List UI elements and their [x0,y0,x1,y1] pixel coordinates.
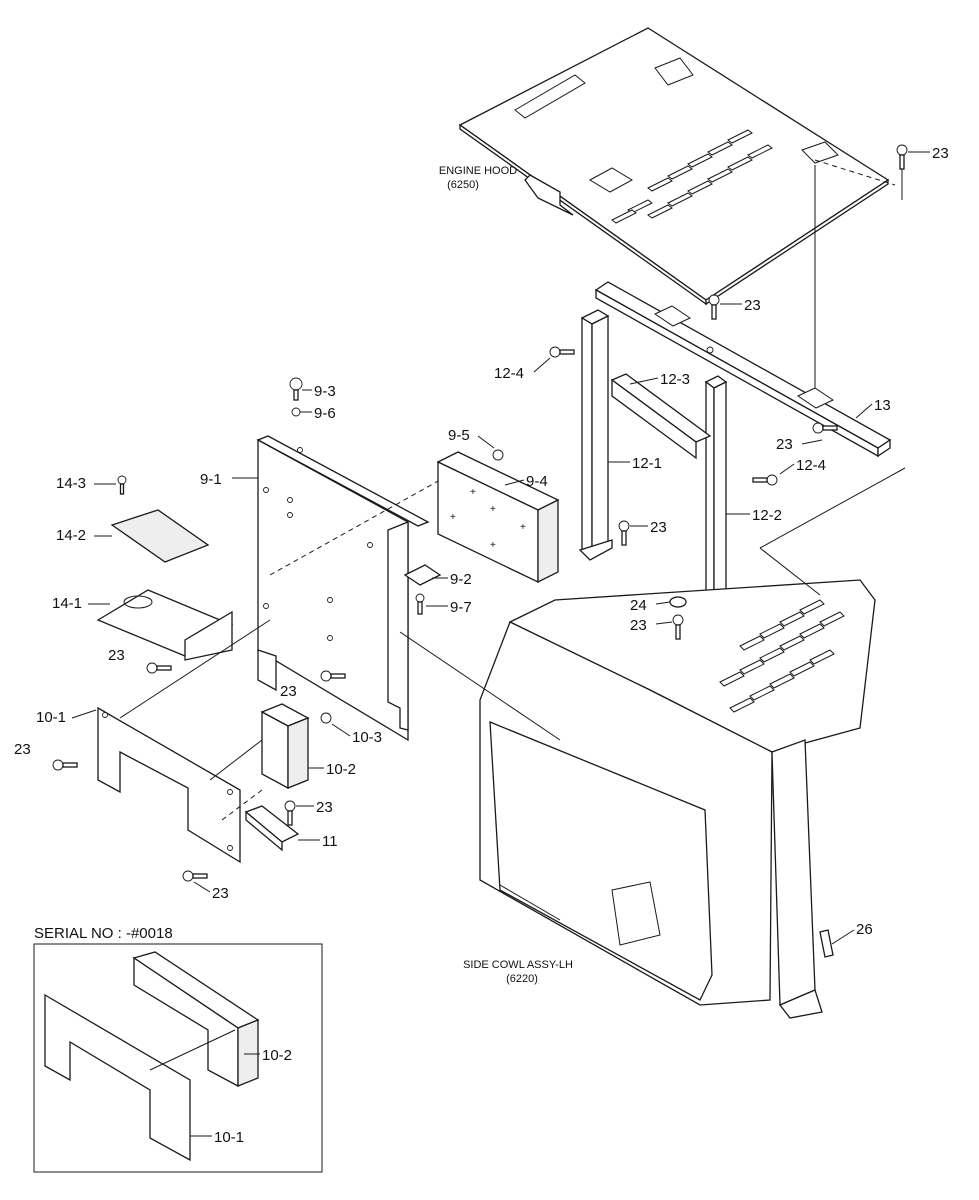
frame-13 [594,281,892,458]
callout-23-j: 23 [212,885,229,902]
block-10-2 [260,703,310,790]
engine-hood-code: (6250) [447,179,479,191]
callout-14-3: 14-3 [56,475,86,492]
callout-9-4: 9-4 [526,473,548,490]
svg-text:+: + [470,487,476,498]
cowl-vent-slots [719,599,845,713]
engine-hood-label: ENGINE HOOD [439,165,517,177]
callout-12-3: 12-3 [660,371,690,388]
side-cowl-label: SIDE COWL ASSY-LH [463,959,573,971]
serial-inset-frame [33,943,323,1173]
callout-9-5: 9-5 [448,427,470,444]
svg-text:+: + [450,512,456,523]
callout-leaders [71,151,930,1137]
callout-23-d: 23 [650,519,667,536]
hood-vent-slots [611,129,773,224]
side-cowl-assembly [479,579,876,1019]
callout-12-4-a: 12-4 [494,365,524,382]
callout-9-6: 9-6 [314,405,336,422]
svg-text:+: + [520,522,526,533]
callout-11: 11 [322,833,338,850]
svg-text:+: + [490,540,496,551]
callout-23-h: 23 [14,741,31,758]
serial-no-label: SERIAL NO : -#0018 [34,925,173,942]
bracket-12-3 [610,373,712,460]
callout-23-b: 23 [744,297,761,314]
callout-23-c: 23 [776,436,793,453]
post-12-1 [578,309,613,561]
callout-23-e: 23 [630,617,647,634]
callout-10-1-inset: 10-1 [214,1129,244,1146]
bracket-9-2 [403,564,442,586]
callout-10-3: 10-3 [352,729,382,746]
part-26 [819,929,834,958]
panel-9-1 [256,435,430,742]
svg-text:+: + [490,504,496,515]
engine-hood [458,27,890,306]
callout-13: 13 [874,397,891,414]
pad-9-4: + + + + + [436,451,560,584]
callout-10-1: 10-1 [36,709,66,726]
callout-26: 26 [856,921,873,938]
bolt-icons [52,144,908,882]
callout-9-2: 9-2 [450,571,472,588]
callout-23-f: 23 [108,647,125,664]
callout-9-1: 9-1 [200,471,222,488]
inset-parts [44,951,260,1162]
callout-12-1: 12-1 [632,455,662,472]
callout-12-2: 12-2 [752,507,782,524]
callout-14-2: 14-2 [56,527,86,544]
callout-23-a: 23 [932,145,949,162]
callout-23-g: 23 [280,683,297,700]
plate-10-1 [97,706,241,864]
callout-12-4-b: 12-4 [796,457,826,474]
callout-10-2: 10-2 [326,761,356,778]
callout-9-3: 9-3 [314,383,336,400]
side-cowl-code: (6220) [506,973,538,985]
callout-14-1: 14-1 [52,595,82,612]
callout-24: 24 [630,597,647,614]
step-assembly-14 [96,509,234,661]
callout-10-2-inset: 10-2 [262,1047,292,1064]
bracket-11 [244,805,300,852]
callout-9-7: 9-7 [450,599,472,616]
callout-23-i: 23 [316,799,333,816]
